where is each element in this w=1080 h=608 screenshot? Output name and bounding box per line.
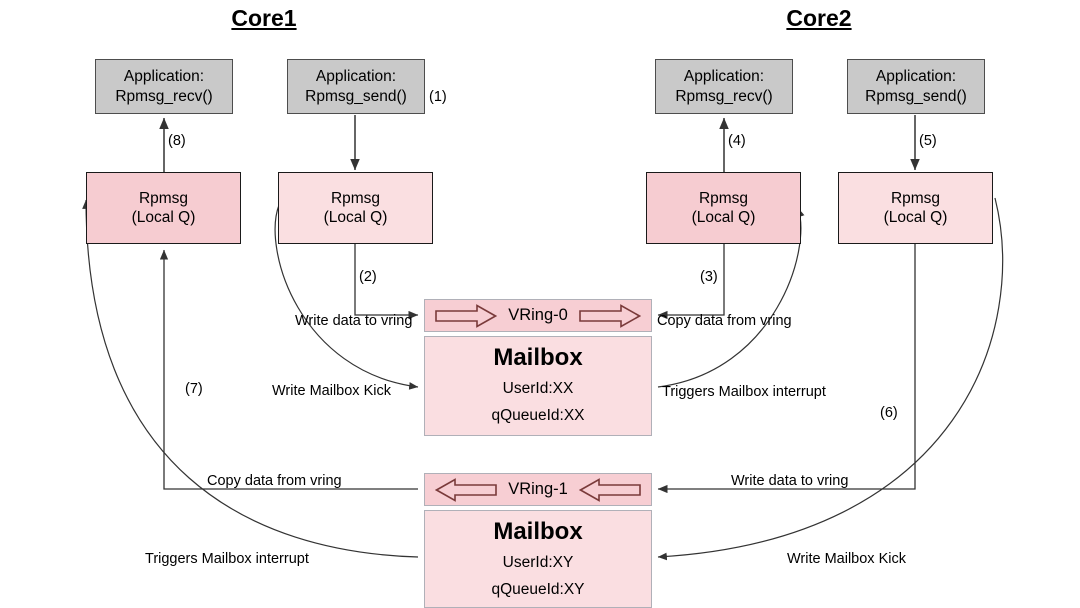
edge-label-write-data-to-vring-top: Write data to vring [295, 313, 413, 329]
step-label-8: (8) [168, 133, 186, 149]
core2-rpmsg-send-line1: Rpmsg [890, 189, 941, 207]
core2-app-recv-line1: Application: [683, 68, 765, 86]
mailbox-0-title: Mailbox [493, 344, 583, 371]
edge-label-write-mailbox-kick-top: Write Mailbox Kick [272, 383, 391, 399]
core1-title: Core1 [231, 5, 297, 31]
core2-app-send-line1: Application: [875, 68, 957, 86]
vring-1-label: VRing-1 [508, 480, 568, 499]
core2-rpmsg-recv-line1: Rpmsg [698, 189, 749, 207]
core2-application-recv-box[interactable]: Application: Rpmsg_recv() [655, 59, 793, 114]
vring-1-left-block-arrow-icon [435, 477, 497, 502]
mailbox-1-title: Mailbox [493, 518, 583, 545]
core2-rpmsg-send-queue-box[interactable]: Rpmsg (Local Q) [838, 172, 993, 244]
core1-rpmsg-send-line2: (Local Q) [323, 209, 388, 226]
vring-0-right-block-arrow-icon [579, 303, 641, 328]
vring-0-box[interactable]: VRing-0 [424, 299, 652, 332]
mailbox-0-box[interactable]: Mailbox UserId:XX qQueueId:XX [424, 336, 652, 436]
core1-rpmsg-recv-line2: (Local Q) [131, 209, 196, 226]
vring-0-left-block-arrow-icon [435, 303, 497, 328]
core1-application-recv-box[interactable]: Application: Rpmsg_recv() [95, 59, 233, 114]
vring-1-box[interactable]: VRing-1 [424, 473, 652, 506]
step-label-6: (6) [880, 405, 898, 421]
edge-label-copy-data-from-vring-top: Copy data from vring [657, 313, 792, 329]
step-label-4: (4) [728, 133, 746, 149]
step-label-5: (5) [919, 133, 937, 149]
core2-rpmsg-recv-line2: (Local Q) [691, 209, 756, 226]
core2-app-recv-line2: Rpmsg_recv() [675, 87, 773, 105]
core1-app-send-line1: Application: [315, 68, 397, 86]
core1-application-send-box[interactable]: Application: Rpmsg_send() [287, 59, 425, 114]
edge-label-triggers-mailbox-interrupt-top: Triggers Mailbox interrupt [662, 384, 826, 400]
edge-label-write-mailbox-kick-bottom: Write Mailbox Kick [787, 551, 906, 567]
core1-app-recv-line2: Rpmsg_recv() [115, 87, 213, 105]
vring-1-right-block-arrow-icon [579, 477, 641, 502]
mailbox-1-userid: UserId:XY [502, 554, 574, 571]
mailbox-1-box[interactable]: Mailbox UserId:XY qQueueId:XY [424, 510, 652, 608]
step-label-1: (1) [429, 89, 447, 105]
mailbox-0-qqueueid: qQueueId:XX [491, 407, 585, 425]
mailbox-0-userid: UserId:XX [502, 380, 574, 397]
core2-app-send-line2: Rpmsg_send() [865, 87, 967, 105]
core1-rpmsg-recv-queue-box[interactable]: Rpmsg (Local Q) [86, 172, 241, 244]
core1-rpmsg-send-queue-box[interactable]: Rpmsg (Local Q) [278, 172, 433, 244]
mailbox-1-qqueueid: qQueueId:XY [491, 581, 585, 599]
core2-rpmsg-recv-queue-box[interactable]: Rpmsg (Local Q) [646, 172, 801, 244]
core2-application-send-box[interactable]: Application: Rpmsg_send() [847, 59, 985, 114]
core1-app-send-line2: Rpmsg_send() [305, 87, 407, 105]
step-label-7: (7) [185, 381, 203, 397]
core2-rpmsg-send-line2: (Local Q) [883, 209, 948, 226]
edge-label-copy-data-from-vring-bottom: Copy data from vring [207, 473, 342, 489]
step-label-2: (2) [359, 269, 377, 285]
core1-rpmsg-send-line1: Rpmsg [330, 189, 381, 207]
step-label-3: (3) [700, 269, 718, 285]
core1-rpmsg-recv-line1: Rpmsg [138, 189, 189, 207]
vring-0-label: VRing-0 [508, 306, 568, 325]
core1-app-recv-line1: Application: [123, 68, 205, 86]
core2-title: Core2 [786, 5, 852, 31]
edge-label-write-data-to-vring-bottom: Write data to vring [731, 473, 849, 489]
edge-label-triggers-mailbox-interrupt-bottom: Triggers Mailbox interrupt [145, 551, 309, 567]
